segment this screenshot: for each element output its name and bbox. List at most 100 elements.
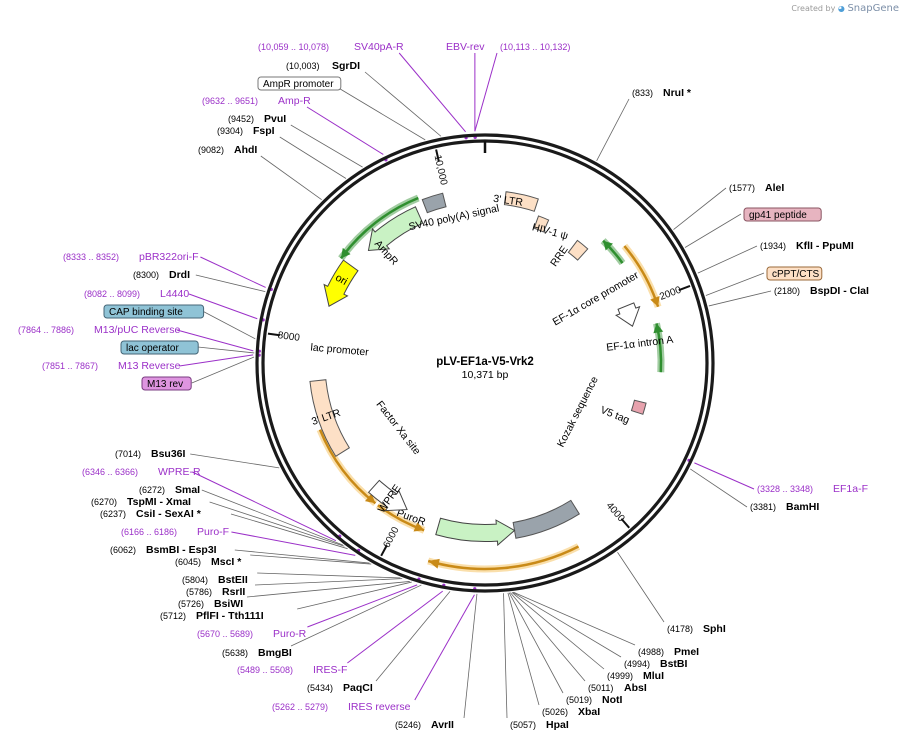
orf-vrk2	[427, 545, 580, 571]
feature-ori-13-label: ori	[333, 272, 349, 288]
m13-rev-label-text: M13 rev	[147, 379, 183, 390]
sgrdi-label[interactable]: (10,003)SgrDI	[286, 60, 360, 72]
cap-binding-site-label-box	[103, 304, 205, 319]
gp41-peptide-label[interactable]: gp41 peptide	[743, 207, 822, 222]
primer-coordinate-label[interactable]: (10,113 .. 10,132)	[500, 42, 570, 52]
csii-sexai-label-leader	[230, 513, 348, 550]
cap-binding-site-label[interactable]: CAP binding site	[103, 304, 205, 319]
wpre-r-label-name: WPRE-R	[158, 466, 201, 478]
feature-v5-tag-6[interactable]	[630, 399, 647, 415]
puro-f-label[interactable]: (6166 .. 6186)Puro-F	[121, 526, 229, 538]
drdi-label[interactable]: (8300) DrdI	[133, 269, 190, 281]
cppt-cts-label[interactable]: cPPT/CTS	[766, 266, 823, 281]
mlui-label[interactable]: (4999)MluI	[607, 670, 664, 682]
ring-tick-label: 10,000	[432, 154, 450, 187]
nrui-label[interactable]: (833)NruI *	[632, 87, 692, 99]
ebv-rev-label[interactable]: EBV-rev	[446, 41, 485, 53]
alei-label-coord: (1577)	[729, 183, 755, 193]
msci-label[interactable]: (6045)MscI *	[175, 556, 242, 568]
bspdi-clai-label[interactable]: (2180)BspDI - ClaI	[774, 285, 869, 297]
primer-coordinate-label-coord: (10,113 .. 10,132)	[500, 42, 570, 52]
pflfi-tth111i-label-coord: (5712)	[160, 611, 186, 621]
pbr322ori-f-label[interactable]: (8333 .. 8352)pBR322ori-F	[63, 251, 199, 263]
feature-ampr-14[interactable]	[367, 206, 424, 252]
avrii-label[interactable]: (5246)AvrII	[395, 719, 454, 731]
feature-puror-8[interactable]	[435, 517, 516, 547]
rsrii-label[interactable]: (5786)RsrII	[186, 586, 245, 598]
fspi-label[interactable]: (9304)FspI	[217, 125, 275, 137]
feature-sv40-poly-a-signal-15[interactable]	[421, 192, 447, 214]
msci-label-name: MscI *	[211, 556, 242, 568]
sphi-label[interactable]: (4178)SphI	[667, 623, 726, 635]
feature-3-ltr-0-label: 3' LTR	[492, 193, 524, 209]
smai-label[interactable]: (6272)SmaI	[139, 484, 200, 496]
feature-sv40-poly-a-signal-15-label: SV40 poly(A) signal	[408, 202, 501, 233]
feature-ori-13[interactable]	[323, 259, 359, 307]
bsu36i-label[interactable]: (7014)Bsu36I	[115, 448, 186, 460]
ires-reverse-label[interactable]: (5262 .. 5279)IRES reverse	[272, 701, 411, 713]
paqci-label-name: PaqCI	[343, 682, 373, 694]
nrui-label-coord: (833)	[632, 88, 653, 98]
m13-rev-label[interactable]: M13 rev	[141, 376, 192, 391]
paqci-label-leader	[375, 591, 451, 682]
bsteii-label[interactable]: (5804)BstEII	[182, 574, 248, 586]
sphi-label-name: SphI	[703, 623, 726, 635]
ef1a-f-label-name: EF1a-F	[833, 483, 868, 495]
feature-3-ltr-11[interactable]	[309, 379, 351, 457]
wpre-r-label[interactable]: (6346 .. 6366)WPRE-R	[82, 466, 201, 478]
tspmi-xmai-label[interactable]: (6270)TspMI - XmaI	[91, 496, 191, 508]
bsiwi-label[interactable]: (5726)BsiWI	[178, 598, 243, 610]
feature-3-ltr-0[interactable]	[503, 191, 539, 212]
feature-wpre-9[interactable]	[367, 479, 408, 512]
csii-sexai-label-name: CsiI - SexAI *	[136, 508, 202, 520]
m13-rev-label-leader	[191, 356, 255, 384]
pmei-label-leader	[513, 591, 636, 646]
orf-left-1-head	[364, 493, 376, 504]
amp-r-label[interactable]: (9632 .. 9651)Amp-R	[202, 95, 311, 107]
feature-ires-7[interactable]	[512, 499, 581, 539]
puro-f-label-leader	[231, 531, 356, 556]
ires-f-label-leader	[347, 590, 444, 664]
lac-operator-label[interactable]: lac operator	[120, 340, 199, 355]
bsmbi-esp3i-label[interactable]: (6062)BsmBI - Esp3I	[110, 544, 217, 556]
l4440-label[interactable]: (8082 .. 8099)L4440	[84, 288, 189, 300]
bsteii-label-coord: (5804)	[182, 575, 208, 585]
feature-ef-1-core-promoter-3[interactable]	[614, 302, 641, 327]
m13-puc-reverse-label[interactable]: (7864 .. 7886)M13/pUC Reverse	[18, 324, 181, 336]
drdi-label-coord: (8300)	[133, 270, 159, 280]
puro-r-label-leader	[307, 584, 418, 628]
ef1a-f-label[interactable]: (3328 .. 3348)EF1a-F	[757, 483, 868, 495]
m13-reverse-label-leader	[179, 354, 254, 367]
ampr-promoter-label[interactable]: AmpR promoter	[257, 76, 342, 91]
puro-r-label[interactable]: (5670 .. 5689)Puro-R	[197, 628, 307, 640]
feature-hiv-1-1[interactable]	[533, 215, 550, 233]
ahdi-label[interactable]: (9082)AhdI	[198, 144, 257, 156]
bstbi-label[interactable]: (4994)BstBI	[624, 658, 688, 670]
m13-puc-reverse-label-leader	[176, 329, 254, 352]
ampr-promoter-label-leader	[339, 88, 426, 141]
pflfi-tth111i-label[interactable]: (5712)PflFI - Tth111I	[160, 610, 264, 622]
bmgbi-label-name: BmgBI	[258, 647, 292, 659]
pmei-label[interactable]: (4988)PmeI	[638, 646, 699, 658]
bamhi-label[interactable]: (3381)BamHI	[750, 501, 819, 513]
orf-ampr-head	[340, 247, 351, 259]
lac-operator-label-box	[120, 340, 199, 355]
fspi-label-coord: (9304)	[217, 126, 243, 136]
noti-label[interactable]: (5019)NotI	[566, 694, 622, 706]
m13-reverse-label[interactable]: (7851 .. 7867)M13 Reverse	[42, 360, 181, 372]
sv40pa-r-label[interactable]: (10,059 .. 10,078)SV40pA-R	[258, 41, 404, 53]
hpai-label[interactable]: (5057)HpaI	[510, 719, 569, 731]
alei-label[interactable]: (1577)AleI	[729, 182, 784, 194]
bamhi-label-leader	[690, 468, 748, 508]
ires-f-label[interactable]: (5489 .. 5508)IRES-F	[237, 664, 347, 676]
absi-label[interactable]: (5011)AbsI	[588, 682, 647, 694]
bsu36i-label-name: Bsu36I	[151, 448, 186, 460]
kfli-ppumi-label[interactable]: (1934)KflI - PpuMI	[760, 240, 854, 252]
drdi-label-name: DrdI	[169, 269, 190, 281]
paqci-label[interactable]: (5434)PaqCI	[307, 682, 373, 694]
feature-rre-2[interactable]	[567, 239, 589, 261]
pvui-label[interactable]: (9452)PvuI	[228, 113, 286, 125]
csii-sexai-label[interactable]: (6237)CsiI - SexAI *	[100, 508, 202, 520]
bmgbi-label[interactable]: (5638)BmgBI	[222, 647, 292, 659]
xbai-label[interactable]: (5026)XbaI	[542, 706, 600, 718]
